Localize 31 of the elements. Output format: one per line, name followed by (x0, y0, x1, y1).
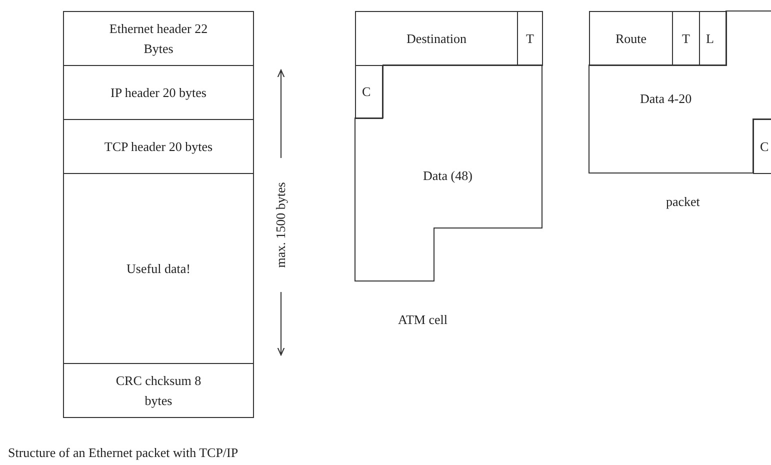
field-label: Useful data! (126, 260, 190, 278)
field-label: Destination (406, 30, 466, 48)
field-box (63, 65, 254, 120)
field-label: T (526, 30, 534, 48)
field-box (63, 11, 254, 66)
field-label: Route (615, 30, 647, 48)
field-label: Data (48) (423, 168, 472, 184)
field-label: TCP header 20 bytes (104, 138, 213, 156)
dimension-label: max. 1500 bytes (273, 181, 289, 270)
field-box (517, 11, 543, 66)
field-label: C (760, 138, 769, 156)
field-box (699, 11, 727, 66)
field-label: IP header 20 bytes (110, 84, 206, 102)
field-label: L (706, 30, 714, 48)
figure-label: ATM cell (398, 312, 448, 328)
packet-region (355, 65, 543, 282)
caption: Structure of an Ethernet packet with TCP/IP (8, 445, 238, 461)
field-box (589, 11, 673, 66)
field-box (355, 65, 383, 119)
field-label: Ethernet header 22 Bytes (108, 20, 209, 58)
field-label: C (362, 83, 371, 101)
field-label: T (682, 30, 690, 48)
field-label: CRC chcksum 8 bytes (114, 372, 202, 410)
field-box (63, 363, 254, 418)
field-box (355, 11, 518, 66)
field-box (672, 11, 700, 66)
field-box (63, 119, 254, 174)
field-box (63, 173, 254, 364)
field-label: Data 4-20 (640, 91, 692, 107)
packet-region (589, 11, 771, 174)
figure-label: packet (666, 194, 700, 210)
